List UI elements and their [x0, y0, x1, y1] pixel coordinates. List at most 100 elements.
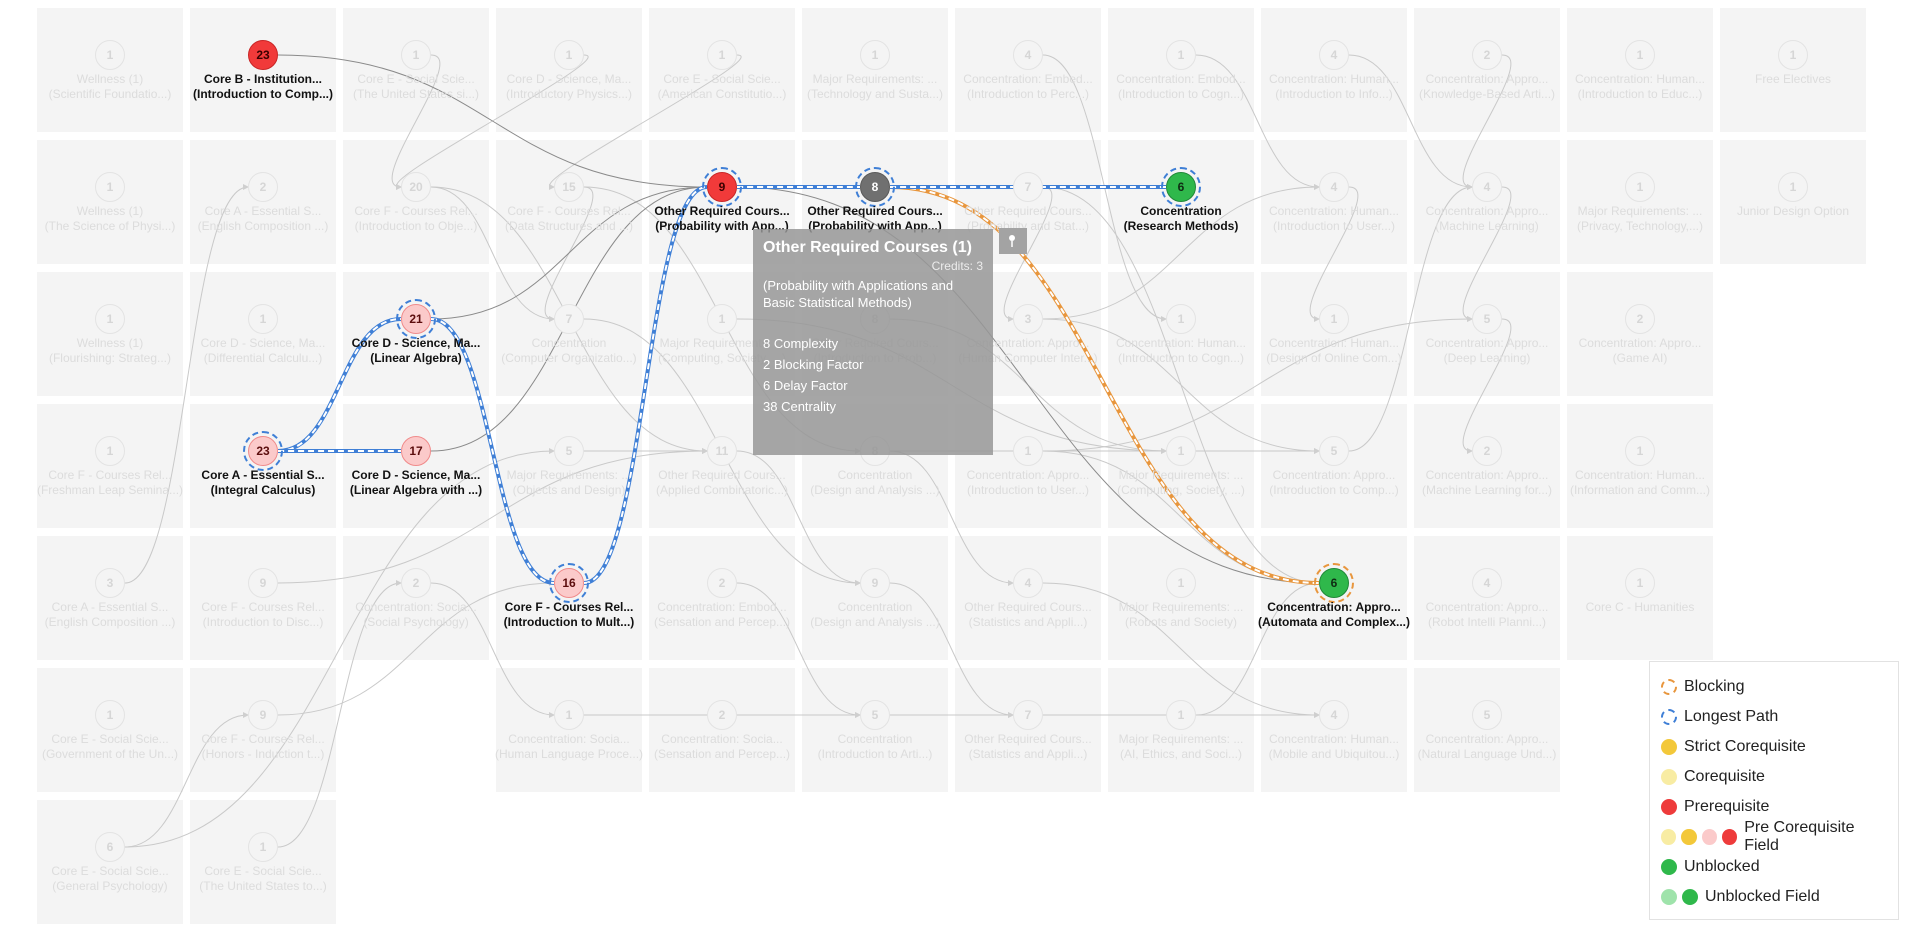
course-complexity-circle[interactable]: 5 [1472, 700, 1502, 730]
course-complexity-circle[interactable]: 11 [707, 436, 737, 466]
course-complexity-circle[interactable]: 4 [1013, 568, 1043, 598]
course-complexity-circle[interactable]: 8 [855, 167, 895, 207]
course-complexity-circle[interactable]: 23 [243, 431, 283, 471]
course-complexity-circle[interactable]: 9 [248, 568, 278, 598]
course-complexity-circle[interactable]: 4 [1472, 568, 1502, 598]
course-complexity-circle[interactable]: 1 [1166, 568, 1196, 598]
course-complexity-circle[interactable]: 2 [248, 172, 278, 202]
course-complexity-circle[interactable]: 1 [1166, 700, 1196, 730]
course-complexity-circle[interactable]: 1 [1778, 172, 1808, 202]
course-complexity-circle[interactable]: 4 [1319, 40, 1349, 70]
course-complexity-circle[interactable]: 2 [401, 568, 431, 598]
course-complexity-circle[interactable]: 2 [1472, 40, 1502, 70]
course-complexity-circle[interactable]: 5 [554, 436, 584, 466]
course-complexity-circle[interactable]: 9 [248, 700, 278, 730]
course-complexity-circle[interactable]: 23 [248, 40, 278, 70]
course-complexity-circle[interactable]: 3 [1013, 304, 1043, 334]
course-complexity-circle[interactable]: 1 [248, 304, 278, 334]
course-complexity-circle[interactable]: 2 [1625, 304, 1655, 334]
course-complexity-circle[interactable]: 17 [401, 436, 431, 466]
course-complexity-circle[interactable]: 1 [95, 40, 125, 70]
course-complexity-circle[interactable]: 9 [702, 167, 742, 207]
pin-tooltip-button[interactable] [999, 228, 1027, 254]
course-complexity-circle[interactable]: 2 [1472, 436, 1502, 466]
course-complexity-circle[interactable]: 3 [95, 568, 125, 598]
course-complexity-circle[interactable]: 7 [1013, 172, 1043, 202]
course-complexity-circle[interactable]: 21 [396, 299, 436, 339]
course-complexity-circle[interactable]: 1 [554, 700, 584, 730]
course-complexity-circle[interactable]: 1 [707, 40, 737, 70]
course-complexity-circle[interactable]: 2 [707, 568, 737, 598]
course-complexity-circle[interactable]: 1 [1013, 436, 1043, 466]
course-complexity-circle[interactable]: 5 [1319, 436, 1349, 466]
course-complexity-circle[interactable]: 1 [860, 40, 890, 70]
course-complexity-circle[interactable]: 4 [1013, 40, 1043, 70]
course-complexity-circle[interactable]: 1 [1166, 40, 1196, 70]
course-complexity-circle[interactable]: 1 [95, 172, 125, 202]
course-complexity-circle[interactable]: 1 [1625, 568, 1655, 598]
course-complexity-circle[interactable]: 15 [554, 172, 584, 202]
course-complexity-circle[interactable]: 4 [1319, 700, 1349, 730]
course-complexity-circle[interactable]: 1 [95, 700, 125, 730]
course-complexity-circle[interactable]: 1 [1625, 172, 1655, 202]
course-complexity-circle[interactable]: 1 [1778, 40, 1808, 70]
course-complexity-circle[interactable]: 1 [1166, 436, 1196, 466]
course-complexity-circle[interactable]: 7 [554, 304, 584, 334]
course-complexity-circle[interactable]: 7 [1013, 700, 1043, 730]
course-complexity-circle[interactable]: 2 [707, 700, 737, 730]
course-complexity-circle[interactable]: 5 [860, 700, 890, 730]
course-complexity-circle[interactable]: 5 [1472, 304, 1502, 334]
course-complexity-circle[interactable]: 6 [1161, 167, 1201, 207]
course-complexity-circle[interactable]: 1 [1625, 436, 1655, 466]
course-complexity-circle[interactable]: 6 [1314, 563, 1354, 603]
course-complexity-circle[interactable]: 9 [860, 568, 890, 598]
course-complexity-circle[interactable]: 1 [95, 304, 125, 334]
course-complexity-circle[interactable]: 16 [549, 563, 589, 603]
